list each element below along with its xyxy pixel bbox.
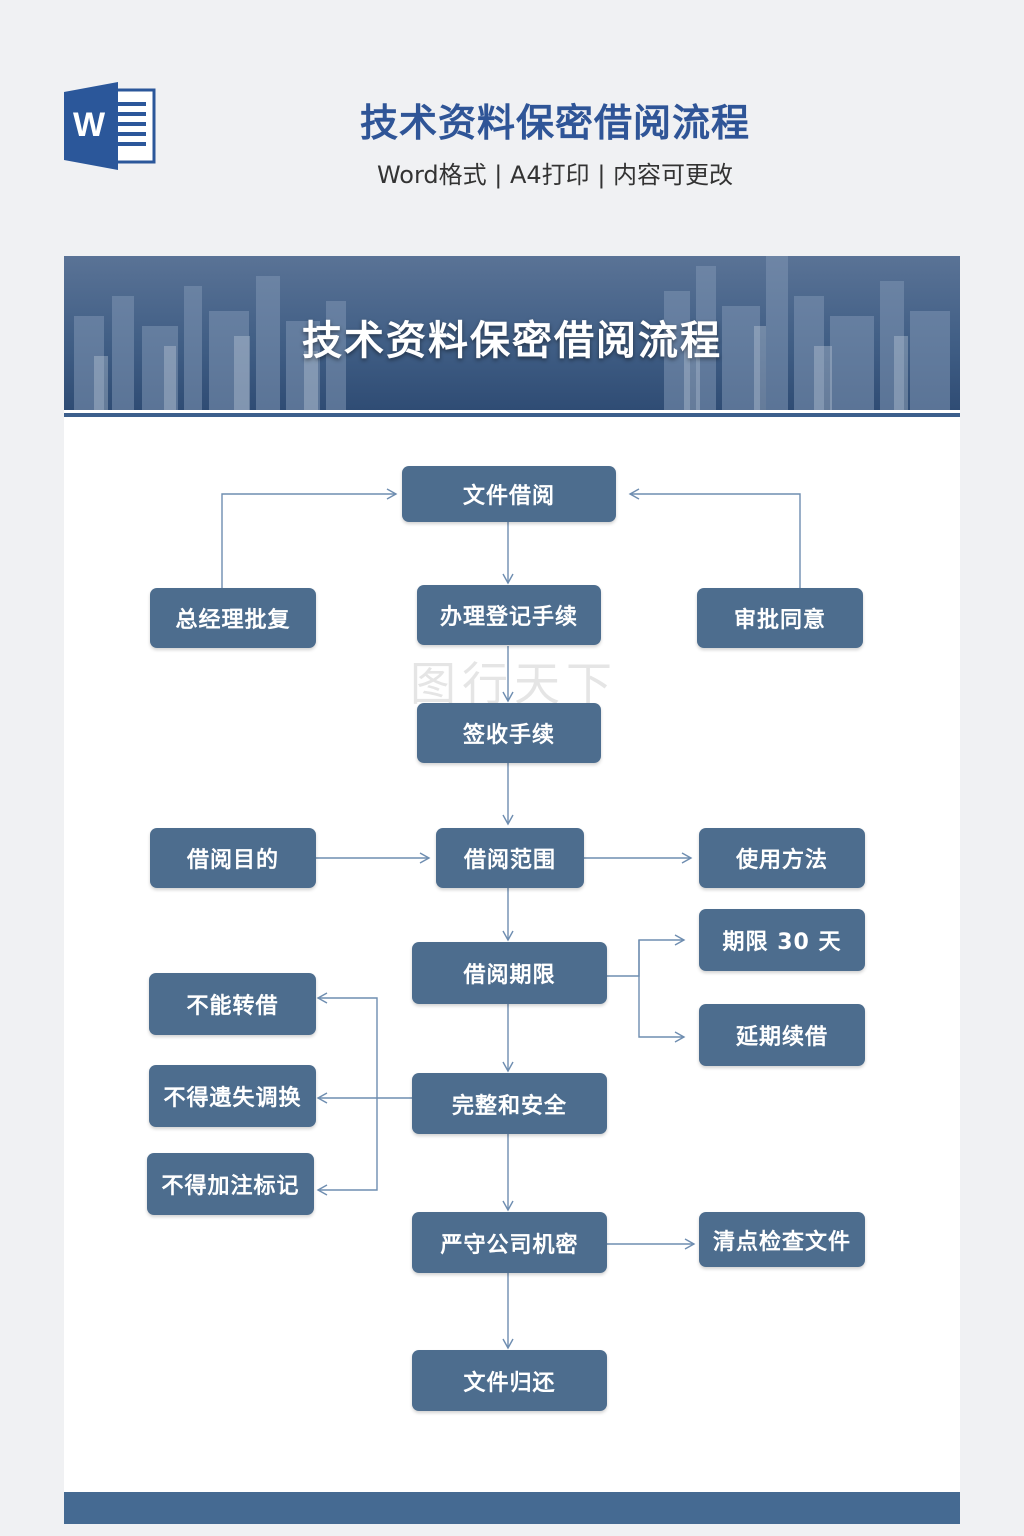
step-term-30-days: 期限 30 天 [699,909,865,971]
step-term: 借阅期限 [412,942,607,1004]
connector-term-to-extend [638,976,686,1043]
rule-no-lose: 不得遗失调换 [149,1065,316,1127]
step-sign-receive: 签收手续 [417,703,601,763]
step-borrow-file: 文件借阅 [402,466,616,522]
footer-bar [64,1492,960,1524]
step-usage: 使用方法 [699,828,865,888]
step-extend: 延期续借 [699,1004,865,1066]
banner-title: 技术资料保密借阅流程 [302,318,722,364]
step-return-file: 文件归还 [412,1350,607,1411]
city-banner: 技术资料保密借阅流程 [64,256,960,410]
step-scope: 借阅范围 [436,828,584,888]
word-logo-icon: W [64,82,156,170]
city-skyline-image [74,256,950,410]
connector-gm-to-borrow [221,488,398,588]
step-check-files: 清点检查文件 [699,1212,865,1267]
connector-term-to-30days [638,934,686,976]
step-confidential: 严守公司机密 [412,1212,607,1273]
connector-approve-to-borrow [628,488,801,588]
connector-integrity-to-norelend [316,992,378,1098]
step-approve-agree: 审批同意 [697,588,863,648]
document-subtitle: Word格式 | A4打印 | 内容可更改 [376,161,734,189]
step-integrity: 完整和安全 [412,1073,607,1134]
connector-term-branch [607,940,640,977]
step-gm-approval: 总经理批复 [150,588,316,648]
rule-no-mark: 不得加注标记 [147,1153,314,1215]
document-title: 技术资料保密借阅流程 [359,101,750,145]
rule-no-relend: 不能转借 [149,973,316,1035]
step-purpose: 借阅目的 [150,828,316,888]
document-sheet: 技术资料保密借阅流程 图行天下 [64,256,960,1524]
step-register: 办理登记手续 [417,585,601,645]
flow-connectors [221,488,801,1350]
word-logo-letter: W [73,106,106,144]
connector-integrity-to-nomark [316,1098,378,1196]
banner-divider [64,413,960,417]
